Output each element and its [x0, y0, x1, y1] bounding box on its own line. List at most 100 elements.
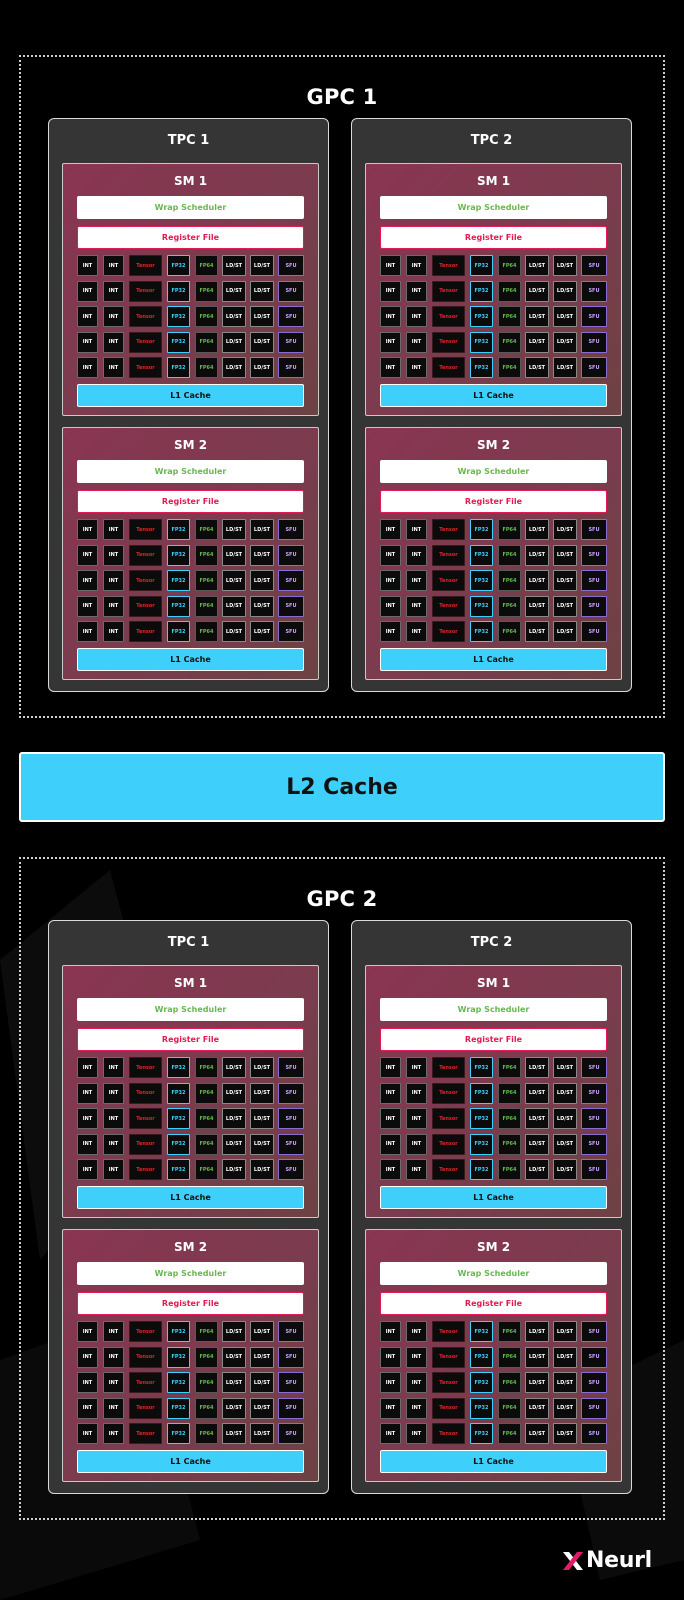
l1-cache: L1 Cache	[77, 1186, 304, 1209]
core-tensor-unit: Tensor	[129, 1346, 162, 1368]
gpc-title: GPC 2	[306, 887, 378, 911]
core-int-unit: INT	[380, 306, 401, 327]
core-fp64-unit: FP64	[498, 544, 521, 566]
core-fp32-unit: FP32	[470, 1057, 493, 1078]
core-ldst-unit: LD/ST	[525, 544, 549, 566]
core-fp64-unit: FP64	[498, 255, 521, 276]
core-ldst-unit: LD/ST	[525, 1346, 549, 1368]
core-tensor-unit: Tensor	[129, 621, 162, 642]
core-ldst-unit: LD/ST	[553, 1346, 577, 1368]
core-sfu-unit: SFU	[278, 595, 304, 617]
core-ldst-unit: LD/ST	[250, 1133, 274, 1155]
core-int-unit: INT	[406, 357, 427, 378]
core-sfu-unit: SFU	[278, 1159, 304, 1180]
core-int-unit: INT	[103, 544, 124, 566]
core-ldst-unit: LD/ST	[222, 1372, 246, 1393]
core-ldst-unit: LD/ST	[222, 1057, 246, 1078]
core-tensor-unit: Tensor	[129, 595, 162, 617]
core-fp32-unit: FP32	[167, 1321, 190, 1342]
core-tensor-unit: Tensor	[432, 280, 465, 302]
core-tensor-unit: Tensor	[432, 519, 465, 540]
core-int-unit: INT	[77, 1321, 98, 1342]
core-ldst-unit: LD/ST	[525, 1133, 549, 1155]
core-fp32-unit: FP32	[167, 1082, 190, 1104]
core-int-unit: INT	[103, 1057, 124, 1078]
core-ldst-unit: LD/ST	[525, 1159, 549, 1180]
core-int-unit: INT	[380, 1372, 401, 1393]
core-ldst-unit: LD/ST	[222, 595, 246, 617]
core-sfu-unit: SFU	[581, 1159, 607, 1180]
core-fp64-unit: FP64	[498, 331, 521, 353]
core-fp32-unit: FP32	[167, 570, 190, 591]
core-ldst-unit: LD/ST	[553, 1423, 577, 1444]
core-int-unit: INT	[77, 306, 98, 327]
core-fp64-unit: FP64	[195, 306, 218, 327]
core-fp64-unit: FP64	[498, 1159, 521, 1180]
core-fp32-unit: FP32	[470, 331, 493, 353]
core-sfu-unit: SFU	[581, 1108, 607, 1129]
core-sfu-unit: SFU	[278, 357, 304, 378]
core-fp64-unit: FP64	[498, 1423, 521, 1444]
core-int-unit: INT	[380, 280, 401, 302]
wrap-scheduler: Wrap Scheduler	[380, 1262, 607, 1285]
core-fp64-unit: FP64	[195, 1372, 218, 1393]
core-int-unit: INT	[406, 1346, 427, 1368]
core-int-unit: INT	[406, 570, 427, 591]
core-fp64-unit: FP64	[498, 1108, 521, 1129]
core-fp32-unit: FP32	[167, 1346, 190, 1368]
core-sfu-unit: SFU	[278, 1082, 304, 1104]
neurl-logo-text: Neurl	[586, 1548, 652, 1573]
core-int-unit: INT	[103, 331, 124, 353]
core-ldst-unit: LD/ST	[525, 519, 549, 540]
wrap-scheduler: Wrap Scheduler	[380, 460, 607, 483]
core-ldst-unit: LD/ST	[553, 1372, 577, 1393]
core-sfu-unit: SFU	[581, 280, 607, 302]
core-int-unit: INT	[77, 1423, 98, 1444]
core-fp64-unit: FP64	[498, 1397, 521, 1419]
core-int-unit: INT	[406, 519, 427, 540]
core-ldst-unit: LD/ST	[250, 255, 274, 276]
core-ldst-unit: LD/ST	[553, 1057, 577, 1078]
core-ldst-unit: LD/ST	[250, 544, 274, 566]
core-ldst-unit: LD/ST	[525, 595, 549, 617]
core-fp32-unit: FP32	[167, 1159, 190, 1180]
core-int-unit: INT	[406, 1082, 427, 1104]
core-int-unit: INT	[77, 595, 98, 617]
core-int-unit: INT	[77, 1057, 98, 1078]
core-ldst-unit: LD/ST	[553, 1133, 577, 1155]
tpc-title: TPC 2	[470, 935, 513, 950]
core-fp32-unit: FP32	[167, 519, 190, 540]
core-sfu-unit: SFU	[581, 595, 607, 617]
core-fp64-unit: FP64	[498, 357, 521, 378]
core-sfu-unit: SFU	[278, 280, 304, 302]
core-fp32-unit: FP32	[470, 1423, 493, 1444]
core-tensor-unit: Tensor	[129, 280, 162, 302]
wrap-scheduler: Wrap Scheduler	[77, 998, 304, 1021]
core-int-unit: INT	[380, 570, 401, 591]
sm-title: SM 2	[476, 1240, 511, 1254]
core-tensor-unit: Tensor	[129, 570, 162, 591]
core-fp32-unit: FP32	[167, 621, 190, 642]
core-tensor-unit: Tensor	[432, 357, 465, 378]
core-ldst-unit: LD/ST	[222, 306, 246, 327]
core-fp64-unit: FP64	[195, 1082, 218, 1104]
core-ldst-unit: LD/ST	[250, 1321, 274, 1342]
core-fp64-unit: FP64	[498, 306, 521, 327]
core-ldst-unit: LD/ST	[250, 280, 274, 302]
core-ldst-unit: LD/ST	[525, 357, 549, 378]
core-int-unit: INT	[380, 1133, 401, 1155]
